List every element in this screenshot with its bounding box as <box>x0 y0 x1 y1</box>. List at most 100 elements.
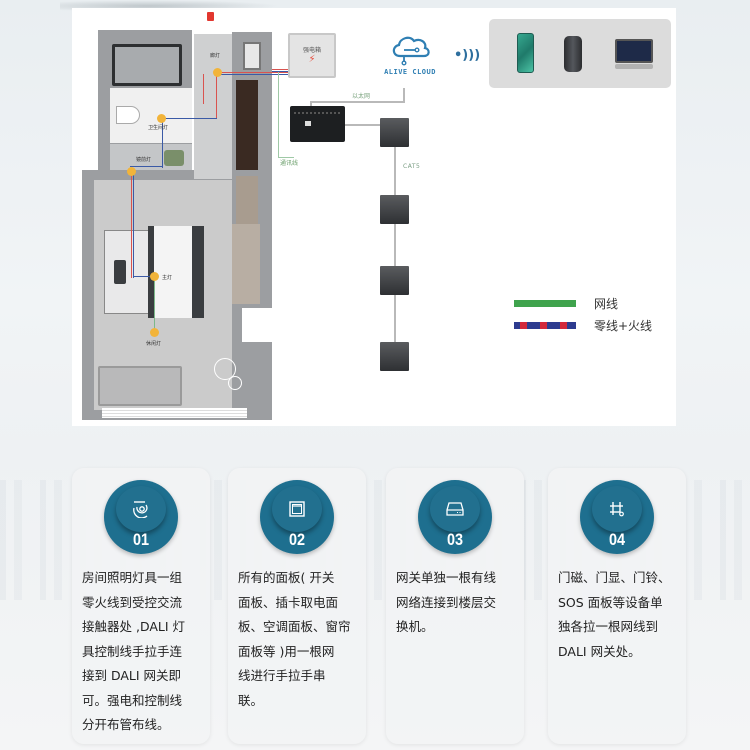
closet-window <box>243 42 261 70</box>
live-wire <box>217 72 292 73</box>
cabinet <box>236 176 258 224</box>
pillow <box>114 260 126 284</box>
main-light-point <box>150 272 159 281</box>
bathroom-light-label: 卫生间灯 <box>148 125 169 131</box>
ethernet-line <box>310 101 312 107</box>
text-line: 分开布管布线。 <box>82 717 170 732</box>
live-wire <box>203 74 204 104</box>
legend-label: 网线 <box>594 296 619 311</box>
entrance-door-icon <box>207 12 214 21</box>
floor-plan: 廊灯 卫生间灯 镜前灯 主灯 休闲灯 <box>72 8 292 426</box>
text-line: 板、空调面板、窗帘 <box>238 619 351 634</box>
number-badge: 03 <box>418 480 492 554</box>
cloud-icon <box>392 36 430 66</box>
wall-panel-4 <box>380 342 409 371</box>
feature-card-03: 03 网关单独一根有线 网络连接到楼层交 换机。 <box>386 468 524 744</box>
neutral-wire <box>130 166 163 167</box>
hall-light-label: 廊灯 <box>210 53 221 59</box>
mirror-light-point <box>127 167 136 176</box>
legend: 网线 零线+火线 <box>514 292 652 336</box>
green-line-swatch <box>514 299 576 307</box>
side-table <box>228 376 242 390</box>
entrance-corridor <box>194 34 232 179</box>
neutral-wire <box>217 74 292 75</box>
sofa <box>98 366 182 406</box>
electrical-box: 强电箱 ⚡ <box>288 33 336 78</box>
legend-item-power: 零线+火线 <box>514 314 652 336</box>
drive-icon <box>446 502 464 516</box>
text-line: 接触器处 ,DALI 灯 <box>82 619 186 634</box>
wall-panel-1 <box>380 118 409 147</box>
cable-reel-icon <box>133 501 148 518</box>
ethernet-label: 以太网 <box>352 93 371 100</box>
dashed-line-swatch <box>514 321 576 329</box>
text-line: 零火线到受控交流 <box>82 594 183 610</box>
dali-gateway <box>290 106 345 142</box>
text-line: 网关单独一根有线 <box>396 570 497 585</box>
ethernet-line <box>403 88 405 102</box>
neutral-wire-to-box <box>272 71 288 72</box>
mirror-light-label: 镜前灯 <box>136 157 152 163</box>
text-line: 面板、插卡取电面 <box>238 594 339 610</box>
reading-light-label: 休闲灯 <box>146 341 162 347</box>
neutral-wire <box>162 120 163 168</box>
cat5-label: CAT5 <box>403 163 421 170</box>
live-wire-to-box <box>272 69 288 70</box>
feature-cards: 01 房间照明灯具一组 零火线到受控交流 接触器处 ,DALI 灯 具控制线手拉… <box>72 468 692 744</box>
neutral-wire <box>133 276 155 277</box>
toilet-icon <box>116 106 140 124</box>
wall-panel-2 <box>380 195 409 224</box>
number-badge: 02 <box>260 480 334 554</box>
comm-line-horizontal <box>278 157 294 158</box>
round-table <box>214 358 236 380</box>
comm-line-label: 通讯线 <box>280 160 299 167</box>
number-badge: 01 <box>104 480 178 554</box>
control-wire <box>154 276 155 330</box>
wall-panel-icon <box>289 501 305 517</box>
neutral-wire <box>133 168 134 278</box>
text-line: DALI 网关处。 <box>558 643 641 659</box>
balcony-window <box>102 408 247 418</box>
wifi-signal-icon: •))) <box>454 48 481 63</box>
text-line: 联。 <box>238 692 264 708</box>
main-light-label: 主灯 <box>162 275 173 281</box>
text-line: 线进行手拉手串 <box>238 668 326 683</box>
reading-light-point <box>150 328 159 337</box>
text-line: 独各拉一根网线到 <box>558 619 659 634</box>
legend-label: 零线+火线 <box>594 318 653 333</box>
text-line: 房间照明灯具一组 <box>82 570 183 585</box>
text-line: 所有的面板( 开关 <box>238 570 335 585</box>
wardrobe <box>236 80 258 170</box>
phone-icon <box>517 33 534 73</box>
text-line: 网络连接到楼层交 <box>396 594 497 610</box>
speaker-icon <box>564 36 582 72</box>
text-line: SOS 面板等设备单 <box>558 594 663 610</box>
bed-base <box>104 230 152 314</box>
alive-cloud: ALIVE CLOUD <box>378 32 442 88</box>
crop-icon <box>610 502 624 517</box>
neutral-wire <box>161 118 217 119</box>
client-devices-box <box>489 19 671 88</box>
text-line: 可。强电和控制线 <box>82 692 183 708</box>
live-wire <box>131 168 132 278</box>
live-wire <box>216 74 217 118</box>
wiring-diagram-panel: 廊灯 卫生间灯 镜前灯 主灯 休闲灯 通讯线 强电箱 ⚡ ALIVE CLOUD… <box>72 8 676 426</box>
legend-item-ethernet: 网线 <box>514 292 652 314</box>
ethernet-line <box>310 101 405 103</box>
text-line: 具控制线手拉手连 <box>82 643 183 659</box>
card-description: 房间照明灯具一组 零火线到受控交流 接触器处 ,DALI 灯 具控制线手拉手连 … <box>82 566 200 738</box>
hall-light-point <box>213 68 222 77</box>
number-badge: 04 <box>580 480 654 554</box>
wall-panel-3 <box>380 266 409 295</box>
text-line: 换机。 <box>396 619 434 634</box>
electrical-box-label: 强电箱 <box>302 47 321 54</box>
lightning-bolt-icon: ⚡ <box>308 54 316 65</box>
card-number: 04 <box>608 530 626 549</box>
card-description: 所有的面板( 开关 面板、插卡取电面 板、空调面板、窗帘 面板等 )用一根网 线… <box>238 566 356 713</box>
cloud-label: ALIVE CLOUD <box>384 68 436 76</box>
feature-card-02: 02 所有的面板( 开关 面板、插卡取电面 板、空调面板、窗帘 面板等 )用一根… <box>228 468 366 744</box>
desk <box>232 224 260 304</box>
card-description: 网关单独一根有线 网络连接到楼层交 换机。 <box>396 566 514 640</box>
wall-notch <box>242 308 272 342</box>
text-line: 门磁、门显、门铃、 <box>558 570 671 585</box>
